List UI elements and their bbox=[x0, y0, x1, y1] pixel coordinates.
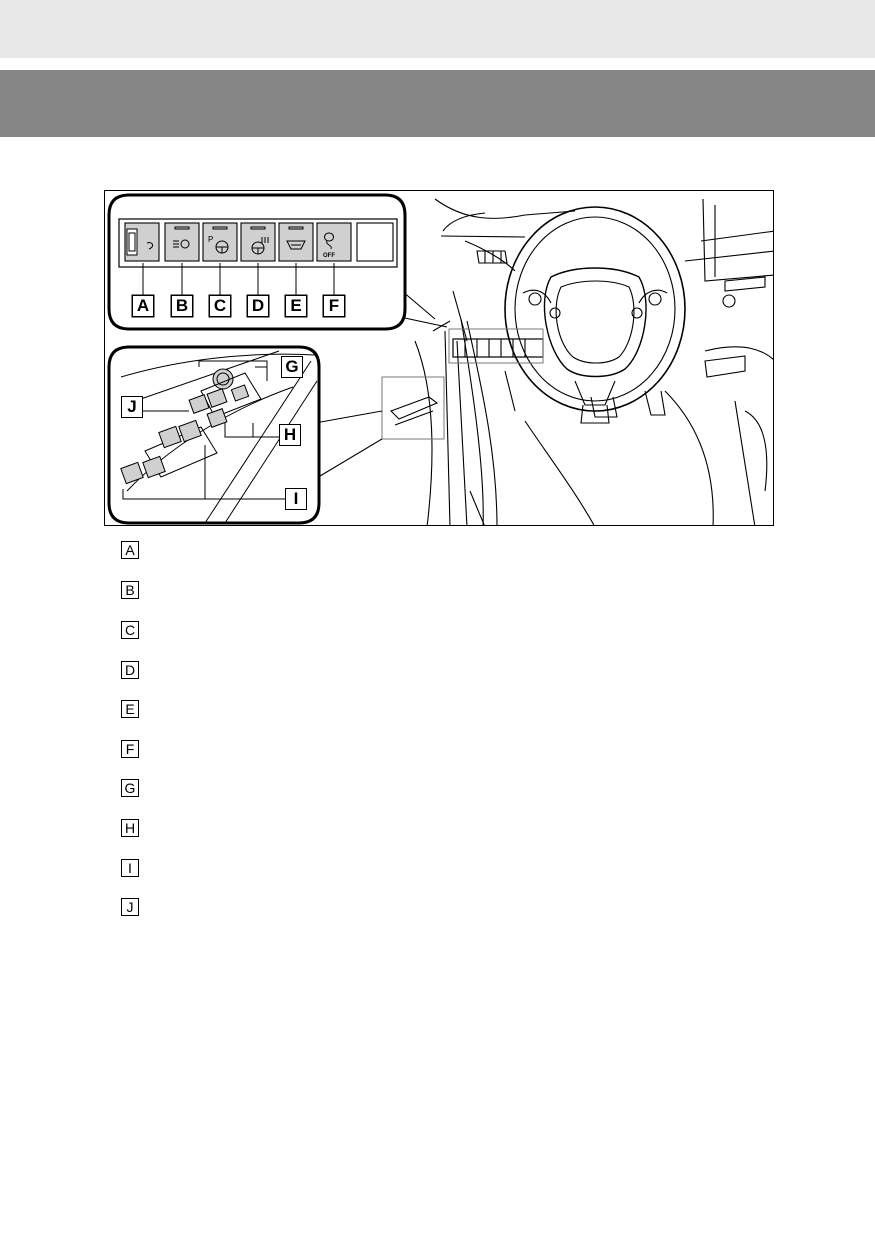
legend-key: F bbox=[121, 740, 139, 758]
callout-j: J bbox=[121, 396, 143, 418]
legend-key: J bbox=[121, 898, 139, 916]
legend-key: I bbox=[121, 859, 139, 877]
legend-item: F bbox=[121, 740, 321, 762]
callout-c: C bbox=[209, 295, 231, 317]
callout-i: I bbox=[285, 488, 307, 510]
switch-icons bbox=[126, 226, 334, 256]
legend-item: H bbox=[121, 819, 321, 841]
legend-item: G bbox=[121, 779, 321, 801]
legend-key: C bbox=[121, 621, 139, 639]
legend-key: B bbox=[121, 581, 139, 599]
callout-f: F bbox=[323, 295, 345, 317]
legend-item: E bbox=[121, 700, 321, 722]
legend-item: I bbox=[121, 859, 321, 881]
legend-key: H bbox=[121, 819, 139, 837]
callout-a: A bbox=[132, 295, 154, 317]
legend-key: A bbox=[121, 541, 139, 559]
legend-key: D bbox=[121, 661, 139, 679]
callout-h: H bbox=[279, 424, 301, 446]
dashboard-illustration: P OFF bbox=[104, 190, 774, 526]
callout-e: E bbox=[285, 295, 307, 317]
callout-g: G bbox=[281, 356, 303, 378]
parking-letter: P bbox=[208, 235, 213, 244]
callout-d: D bbox=[247, 295, 269, 317]
legend-item: A bbox=[121, 541, 321, 563]
top-header-band bbox=[0, 0, 875, 58]
callout-b: B bbox=[171, 295, 193, 317]
section-title-band bbox=[0, 70, 875, 137]
legend-key: E bbox=[121, 700, 139, 718]
vsc-off-text: OFF bbox=[323, 253, 335, 259]
legend-item: D bbox=[121, 661, 321, 683]
dashboard-line-art: P OFF bbox=[107, 193, 773, 525]
legend-item: B bbox=[121, 581, 321, 603]
legend-key: G bbox=[121, 779, 139, 797]
legend-item: J bbox=[121, 898, 321, 920]
legend-item: C bbox=[121, 621, 321, 643]
